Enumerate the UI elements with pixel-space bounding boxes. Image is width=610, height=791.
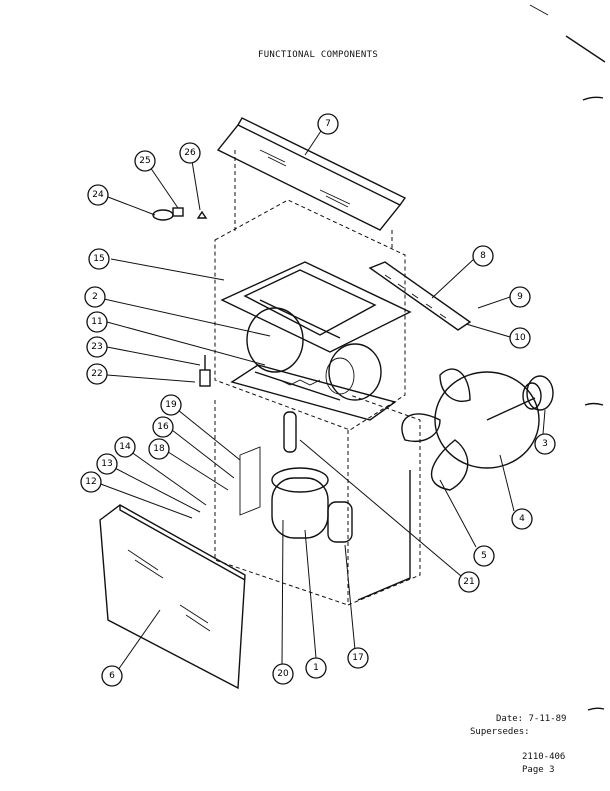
callout-10: 10 [509,327,531,349]
callout-5: 5 [473,545,495,567]
callout-12-label: 12 [85,477,96,487]
callout-25-label: 25 [139,156,150,166]
callout-14-label: 14 [119,442,131,452]
callout-19-label: 19 [165,400,177,410]
callout-16-label: 16 [157,422,169,432]
callout-15: 15 [88,248,110,270]
callout-23-label: 23 [91,342,102,352]
footer-doc-number: 2110-406 [522,752,566,762]
fan-assembly [401,368,554,491]
callout-25: 25 [134,150,156,172]
callout-6-label: 6 [109,671,115,681]
callout-7-label: 7 [325,119,331,129]
cabinet-outline [214,150,421,606]
callout-21-label: 21 [463,577,474,587]
front-panel [99,504,246,690]
diagram-title: FUNCTIONAL COMPONENTS [258,50,379,60]
callout-4: 4 [511,508,533,530]
callout-14: 14 [114,436,136,458]
callout-11-label: 11 [91,317,102,327]
callout-11: 11 [86,311,108,333]
compressor-assembly [239,411,353,543]
footer-supersedes-label: Supersedes: [470,727,530,737]
callout-16: 16 [152,416,174,438]
callout-17: 17 [347,647,369,669]
callout-20: 20 [272,663,294,685]
callout-24-label: 24 [92,190,104,200]
callout-24: 24 [87,184,109,206]
footer-date-label: Date: [496,714,524,724]
callout-17-label: 17 [352,653,363,663]
callout-20-label: 20 [277,669,289,679]
callout-26: 26 [179,142,201,164]
callout-18: 18 [148,438,170,460]
callout-1-label: 1 [313,663,319,673]
callout-23: 23 [86,336,108,358]
callout-21: 21 [458,571,480,593]
callout-13-label: 13 [101,459,112,469]
callout-18-label: 18 [153,444,165,454]
small-parts [152,207,211,387]
callout-6: 6 [101,665,123,687]
footer-page-number: Page 3 [522,765,555,775]
callout-19: 19 [160,394,182,416]
top-cover [216,117,407,231]
callout-7: 7 [317,113,339,135]
callout-13: 13 [96,453,118,475]
callout-8-label: 8 [480,251,486,261]
callout-3: 3 [534,433,556,455]
callout-9-label: 9 [517,292,523,302]
footer-date: Date: 7-11-89 [496,714,566,724]
callout-5-label: 5 [481,551,487,561]
callout-12: 12 [80,471,102,493]
callout-26-label: 26 [184,148,196,158]
callout-9: 9 [509,286,531,308]
callout-2-label: 2 [92,292,98,302]
control-board [368,261,472,331]
callout-15-label: 15 [93,254,104,264]
callout-4-label: 4 [519,514,525,524]
margin-marks [529,4,606,711]
callout-10-label: 10 [514,333,526,343]
callout-8: 8 [472,245,494,267]
blower-assembly [220,261,412,421]
leader-lines [97,127,546,671]
footer-supersedes: Supersedes: [470,727,530,737]
callout-22: 22 [86,363,108,385]
callout-22-label: 22 [91,369,102,379]
footer-date-value: 7-11-89 [528,714,567,724]
callout-1: 1 [305,657,327,679]
callout-3-label: 3 [542,439,548,449]
callout-2: 2 [84,286,106,308]
